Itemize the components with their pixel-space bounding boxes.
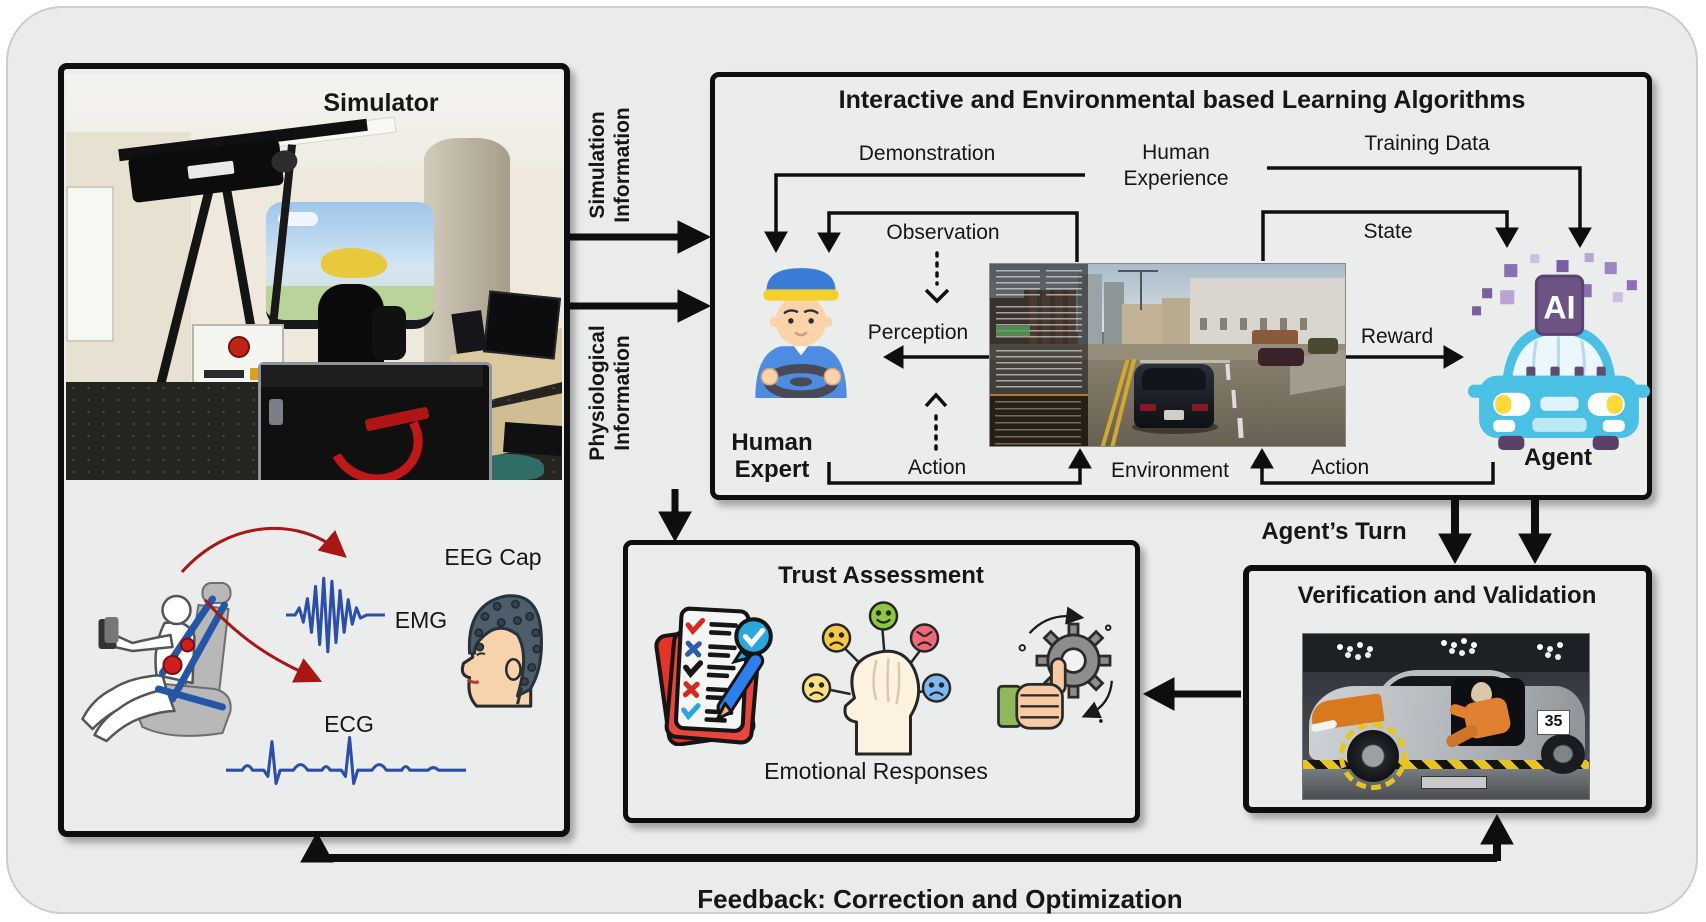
- human-expert-icon: [735, 260, 867, 398]
- crash-ceiling: [1303, 634, 1589, 672]
- photo-whiteboard: [66, 186, 114, 342]
- env-telemetry-text: [1046, 270, 1082, 296]
- env-lamp-pole: [1140, 270, 1142, 310]
- env-car-body: [1134, 364, 1214, 428]
- simulator-photo: [66, 74, 562, 480]
- state-label: State: [1363, 220, 1413, 243]
- photo-road-case: [258, 362, 492, 480]
- crash-speed-marker: 35: [1537, 710, 1570, 735]
- crash-wheel-arch-tape: [1339, 722, 1407, 790]
- simulator-title: Simulator: [323, 89, 439, 117]
- ecg-waveform: [226, 729, 466, 791]
- learning-title: Interactive and Environmental based Lear…: [838, 86, 1526, 114]
- seated-driver-illustration: [72, 577, 292, 749]
- verification-title: Verification and Validation: [1297, 582, 1597, 609]
- action-agent-label: Action: [1310, 456, 1370, 479]
- photo-rack-estop: [228, 336, 250, 358]
- env-console-overlay: [990, 394, 1088, 446]
- env-telemetry-text: [996, 270, 1040, 296]
- env-windows: [1200, 318, 1320, 330]
- trust-gear-thumbsup-icon: [993, 600, 1121, 745]
- env-console-text: [995, 401, 1081, 446]
- crash-rear-wheel: [1541, 734, 1585, 774]
- crash-lights: [1537, 644, 1543, 650]
- observation-label: Observation: [886, 221, 1000, 244]
- env-telemetry-green: [996, 326, 1030, 336]
- photo-monitor: [451, 310, 487, 354]
- env-stop-line: [1140, 360, 1230, 363]
- env-telemetry-overlay: [990, 264, 1088, 446]
- simulation-information-label: Simulation Information: [586, 107, 634, 223]
- eeg-cap-label: EEG Cap: [444, 544, 542, 570]
- checklist-clipboard-icon: [652, 602, 776, 746]
- env-car-plate: [1164, 410, 1184, 420]
- photo-monitor: [482, 290, 562, 360]
- photo-case-latch: [269, 399, 283, 425]
- emotional-responses-label: Emotional Responses: [764, 758, 988, 784]
- crash-hazard-strip: [1303, 760, 1589, 769]
- crash-test-image: 35: [1302, 633, 1590, 800]
- action-human-label: Action: [907, 456, 967, 479]
- photo-seat-side: [372, 306, 406, 360]
- emotional-responses-icon: [798, 598, 954, 756]
- agents-turn-label: Agent’s Turn: [1261, 518, 1407, 545]
- photo-laptop: [503, 422, 562, 456]
- env-ego-car: [1128, 360, 1220, 436]
- env-awning: [1252, 330, 1298, 344]
- photo-screen-car: [321, 248, 387, 278]
- perception-label: Perception: [867, 321, 969, 344]
- photo-projector-label: [187, 160, 235, 180]
- env-building: [1162, 298, 1192, 344]
- ai-pixels: [1472, 253, 1637, 316]
- agent-ai-car-icon: AI: [1466, 248, 1652, 450]
- photo-rack-row: [204, 370, 244, 378]
- env-lamp-arm: [1118, 270, 1158, 272]
- env-telemetry-text: [996, 350, 1082, 390]
- ecg-label: ECG: [324, 711, 374, 737]
- photo-case-logo-swoosh: [315, 382, 435, 480]
- environment-label: Environment: [1111, 459, 1229, 482]
- demonstration-label: Demonstration: [858, 142, 996, 165]
- environment-screenshot: [989, 263, 1346, 447]
- simulator-box: Simulator: [58, 63, 570, 837]
- emg-waveform: [286, 567, 388, 663]
- crash-front-wheel: [1347, 730, 1399, 782]
- emg-label: EMG: [394, 607, 448, 633]
- agent-label: Agent: [1524, 444, 1592, 471]
- eeg-cap-head-illustration: [436, 581, 546, 709]
- env-building: [1122, 304, 1166, 344]
- crash-lights: [1337, 644, 1343, 650]
- env-planter: [1308, 338, 1338, 354]
- reward-label: Reward: [1360, 325, 1434, 348]
- feedback-label: Feedback: Correction and Optimization: [697, 884, 1183, 914]
- env-car-window: [1142, 368, 1206, 390]
- physiological-information-label: Physiological Information: [586, 325, 634, 461]
- crash-id-board: [1421, 776, 1487, 789]
- human-experience-label: Human Experience: [1123, 141, 1229, 190]
- photo-case-top: [261, 365, 483, 387]
- human-expert-label: Human Expert: [731, 429, 813, 483]
- env-car-taillight: [1140, 404, 1156, 411]
- training-data-label: Training Data: [1364, 132, 1490, 155]
- trust-title: Trust Assessment: [778, 562, 984, 589]
- ai-badge-text: AI: [1543, 289, 1575, 325]
- env-tower: [1104, 282, 1124, 344]
- env-other-car: [1258, 348, 1304, 366]
- env-car-taillight: [1192, 404, 1208, 411]
- crash-lights: [1441, 640, 1447, 646]
